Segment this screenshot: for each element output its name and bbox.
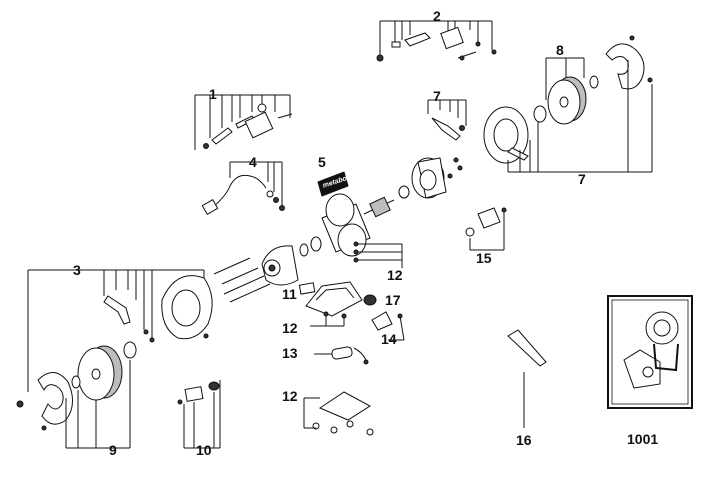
part-label-12-upper: 12 [387,267,403,283]
washers-left [299,236,322,257]
part-label-12-lower: 12 [282,388,298,404]
hex-key-16 [507,329,547,428]
nameplate-5 [317,171,349,197]
callout-12b-lines [310,311,347,327]
switch-plate-11 [298,282,316,295]
end-bell-right [411,157,463,199]
washer-left [71,375,81,389]
part-label-1001: 1001 [627,431,659,447]
tool-rest-left [103,295,155,343]
part-label-10: 10 [196,442,212,458]
stator-housing [321,193,371,257]
armature-shaft [363,196,395,218]
wheel-guard-left [161,275,213,340]
callout-4-lines [229,161,283,205]
washer-right [589,75,599,89]
wheel-guard-right [483,106,529,164]
part-label-13: 13 [282,345,298,361]
bearing-right [398,185,410,199]
part-group-10 [177,380,221,449]
part-label-2: 2 [433,8,441,24]
part-label-8: 8 [556,42,564,58]
part-label-17: 17 [385,292,401,308]
callout-7b-lines [507,60,653,173]
base-plate [312,391,374,436]
part-label-3: 3 [73,262,81,278]
part-group-7a [431,117,465,141]
part-label-14: 14 [381,331,397,347]
flange-right [533,105,547,123]
callout-7a-lines [427,99,467,126]
eye-shield-right [605,35,653,90]
callout-1-lines [194,94,291,150]
part-label-15: 15 [476,250,492,266]
flange-left [123,341,137,359]
part-15 [465,207,507,251]
eye-shield-left [16,372,73,431]
part-label-12-middle: 12 [282,320,298,336]
callout-3-lines [27,269,205,392]
part-label-4: 4 [249,154,257,170]
callout-8-lines [545,57,585,100]
part-17 [363,294,377,306]
part-group-4-cable [201,174,285,216]
detail-box-1001 [607,295,693,409]
capacitor-13 [314,346,369,365]
grinding-wheel-right [547,76,587,125]
grinding-wheel-left [77,345,123,401]
end-bell-left [261,245,299,286]
callout-12a-lines [353,241,403,268]
part-label-7-lower: 7 [578,171,586,187]
part-label-5: 5 [318,154,326,170]
switch-14 [371,311,405,341]
part-group-1 [203,103,293,149]
part-label-1: 1 [209,86,217,102]
callout-9-lines [65,360,131,449]
part-label-7-upper: 7 [433,88,441,104]
part-label-16: 16 [516,432,532,448]
part-group-2 [376,26,497,62]
callout-2-lines [379,20,493,55]
part-label-11: 11 [282,286,297,302]
callout-12c-lines [303,397,320,429]
part-label-9: 9 [109,442,117,458]
tie-bolts [213,257,271,303]
